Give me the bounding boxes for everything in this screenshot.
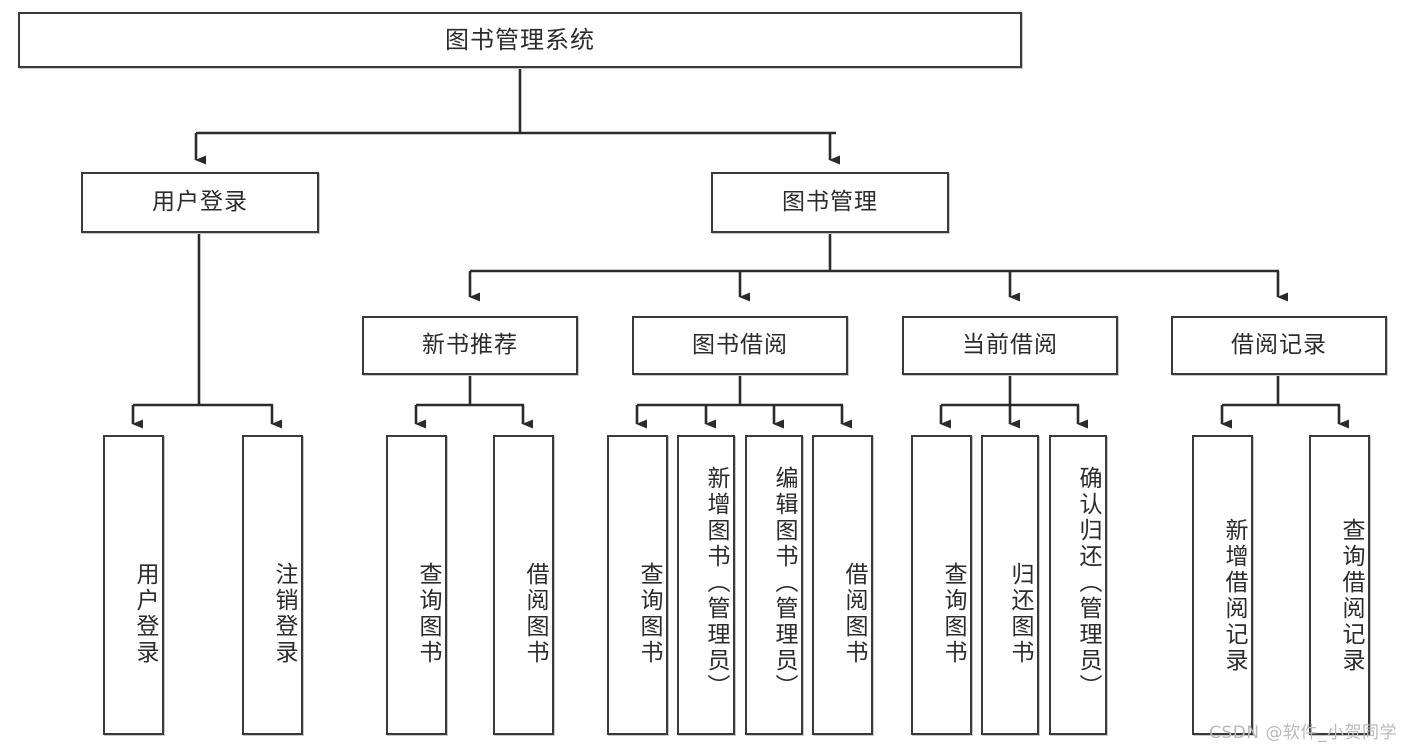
node-borrow-records[interactable]: 借阅记录	[1171, 316, 1387, 375]
leaf-user-login-signout[interactable]: 注销登录	[242, 435, 303, 735]
leaf-label: 归还图书	[1007, 562, 1033, 666]
leaf-borrow-query[interactable]: 查询图书	[607, 435, 668, 735]
leaf-new-books-borrow[interactable]: 借阅图书	[493, 435, 554, 735]
leaf-records-query[interactable]: 查询借阅记录	[1309, 435, 1370, 735]
leaf-current-return-book[interactable]: 归还图书	[981, 435, 1039, 735]
leaf-label: 查询图书	[940, 562, 966, 666]
node-current-borrow[interactable]: 当前借阅	[902, 316, 1118, 375]
node-book-management[interactable]: 图书管理	[711, 172, 949, 233]
leaf-label: 注销登录	[271, 562, 297, 666]
leaf-label: 查询借阅记录	[1338, 518, 1364, 674]
leaf-borrow-edit-book-admin[interactable]: 编辑图书（管理员）	[745, 435, 803, 735]
leaf-label: 编辑图书（管理员）	[771, 466, 797, 700]
leaf-label: 确认归还（管理员）	[1075, 466, 1101, 700]
node-user-login[interactable]: 用户登录	[81, 172, 319, 233]
leaf-label: 新增借阅记录	[1221, 518, 1247, 674]
leaf-borrow-borrow-book[interactable]: 借阅图书	[812, 435, 873, 735]
node-new-book-recommend[interactable]: 新书推荐	[362, 316, 578, 375]
leaf-label: 借阅图书	[841, 562, 867, 666]
leaf-label: 新增图书（管理员）	[703, 466, 729, 700]
node-root-system[interactable]: 图书管理系统	[18, 12, 1022, 68]
leaf-label: 借阅图书	[522, 562, 548, 666]
leaf-label: 用户登录	[132, 562, 158, 666]
leaf-records-add[interactable]: 新增借阅记录	[1192, 435, 1253, 735]
leaf-borrow-add-book-admin[interactable]: 新增图书（管理员）	[677, 435, 735, 735]
leaf-user-login-signin[interactable]: 用户登录	[103, 435, 164, 735]
leaf-new-books-query[interactable]: 查询图书	[386, 435, 447, 735]
watermark-text: CSDN @软件_小贺同学	[1209, 723, 1397, 743]
leaf-current-confirm-return-admin[interactable]: 确认归还（管理员）	[1049, 435, 1107, 735]
leaf-label: 查询图书	[415, 562, 441, 666]
leaf-label: 查询图书	[636, 562, 662, 666]
node-book-borrow[interactable]: 图书借阅	[632, 316, 848, 375]
leaf-current-query[interactable]: 查询图书	[911, 435, 972, 735]
